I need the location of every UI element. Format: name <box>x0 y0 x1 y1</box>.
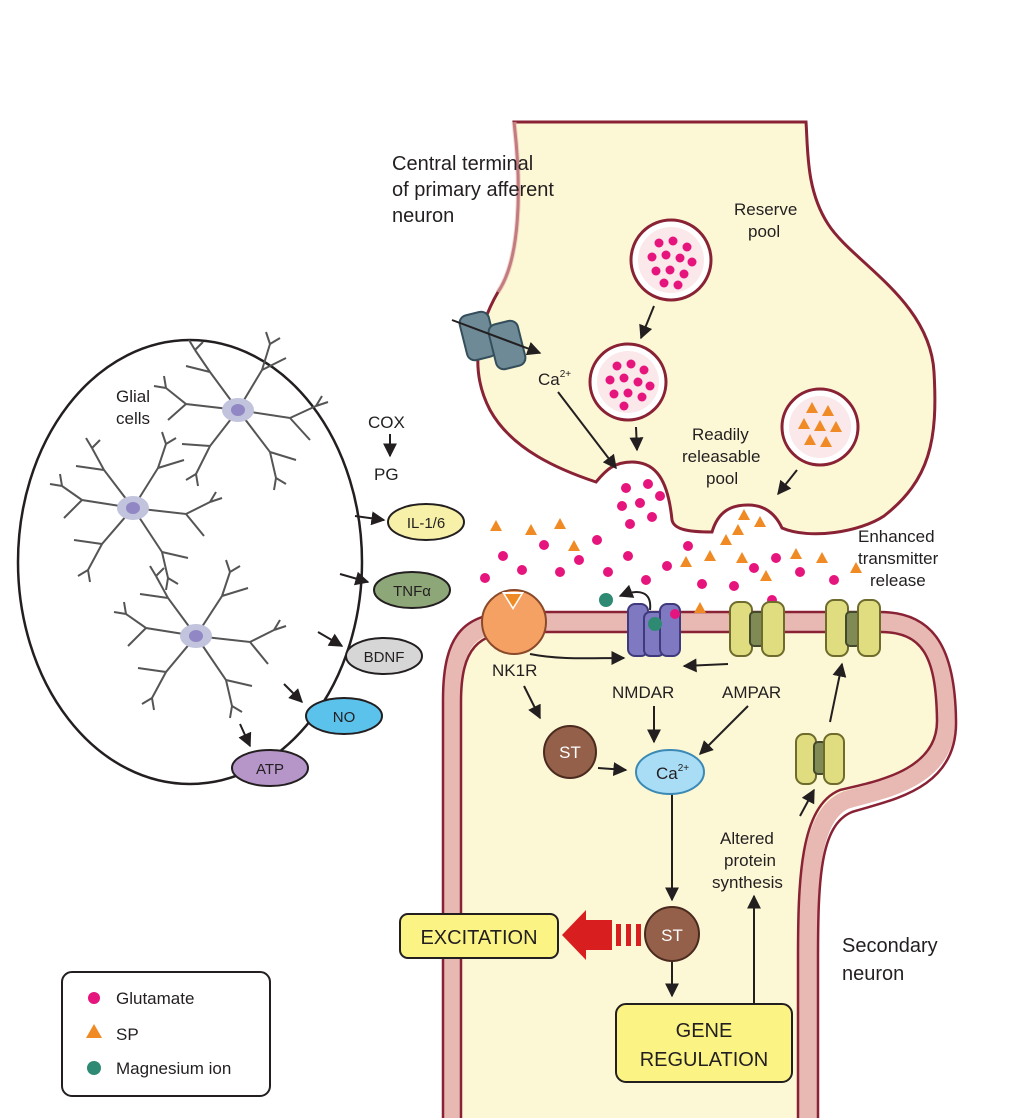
altered-label-3: synthesis <box>712 873 783 892</box>
cleft-glutamate <box>480 535 839 605</box>
secondary-label-1: Secondary <box>842 935 938 957</box>
ampar-receptor <box>729 601 785 657</box>
altered-label-1: Altered <box>720 829 774 848</box>
trafficking-ampar <box>795 733 845 785</box>
atp-mediator: ATP <box>231 749 309 787</box>
terminal-label-1: Central terminal <box>392 153 533 175</box>
legend-sp: SP <box>116 1025 139 1044</box>
gene-regulation-box: GENE REGULATION <box>615 1003 793 1083</box>
reserve-pool-vesicle <box>629 218 713 302</box>
svg-text:ATP: ATP <box>256 761 284 778</box>
glial-cell-1-body <box>222 398 254 422</box>
readily-releasable-vesicle-glutamate <box>588 342 668 422</box>
cox-label: COX <box>368 413 405 432</box>
glial-cell-1 <box>153 331 329 491</box>
svg-text:Ca2+: Ca2+ <box>656 763 689 783</box>
readily-releasable-vesicle-sp <box>780 387 860 467</box>
nk1r-label: NK1R <box>492 661 537 680</box>
excitation-box: EXCITATION <box>399 913 559 959</box>
postsynaptic-calcium: Ca2+ <box>635 749 705 795</box>
nmdar-label: NMDAR <box>612 683 674 702</box>
enhanced-label-2: transmitter <box>858 549 939 568</box>
svg-text:ST: ST <box>661 926 683 945</box>
legend-magnesium: Magnesium ion <box>116 1059 231 1078</box>
il-mediator: IL-1/6 <box>387 503 465 541</box>
released-glutamate <box>617 479 665 529</box>
inserted-ampar-receptor <box>825 599 881 657</box>
svg-text:BDNF: BDNF <box>364 649 405 666</box>
released-sp <box>732 509 766 535</box>
svg-text:REGULATION: REGULATION <box>640 1049 769 1071</box>
svg-text:TNFα: TNFα <box>393 583 431 600</box>
presynaptic-ca-label: Ca2+ <box>538 369 571 389</box>
ampar-label: AMPAR <box>722 683 781 702</box>
svg-text:ST: ST <box>559 743 581 762</box>
glial-cell-3-body <box>180 624 212 648</box>
terminal-label-3: neuron <box>392 205 454 227</box>
nk1r-receptor <box>481 589 547 655</box>
displaced-magnesium <box>599 593 613 607</box>
readily-label-2: releasable <box>682 447 760 466</box>
svg-text:EXCITATION: EXCITATION <box>420 927 537 949</box>
glial-cell-2 <box>49 431 223 591</box>
st-upper: ST <box>543 725 597 779</box>
calcium-channel <box>451 310 542 371</box>
bdnf-mediator: BDNF <box>345 637 423 675</box>
glial-cell-3 <box>113 559 287 719</box>
glia-label-1: Glial <box>116 387 150 406</box>
reserve-label-1: Reserve <box>734 200 797 219</box>
st-lower: ST <box>644 906 700 962</box>
svg-text:GENE: GENE <box>676 1020 733 1042</box>
glia-label-2: cells <box>116 409 150 428</box>
pg-label: PG <box>374 465 399 484</box>
no-mediator: NO <box>305 697 383 735</box>
excitation-arrow <box>562 910 641 960</box>
secondary-label-2: neuron <box>842 963 904 985</box>
enhanced-label-1: Enhanced <box>858 527 935 546</box>
tnf-mediator: TNFα <box>373 571 451 609</box>
nmdar-receptor <box>627 603 681 657</box>
terminal-label-2: of primary afferent <box>392 179 554 201</box>
enhanced-label-3: release <box>870 571 926 590</box>
altered-label-2: protein <box>724 851 776 870</box>
glial-cell-2-body <box>117 496 149 520</box>
legend: Glutamate SP Magnesium ion <box>61 971 271 1097</box>
reserve-label-2: pool <box>748 222 780 241</box>
readily-label-1: Readily <box>692 425 749 444</box>
readily-label-3: pool <box>706 469 738 488</box>
svg-text:IL-1/6: IL-1/6 <box>407 515 445 532</box>
legend-glutamate: Glutamate <box>116 989 194 1008</box>
svg-text:NO: NO <box>333 709 356 726</box>
